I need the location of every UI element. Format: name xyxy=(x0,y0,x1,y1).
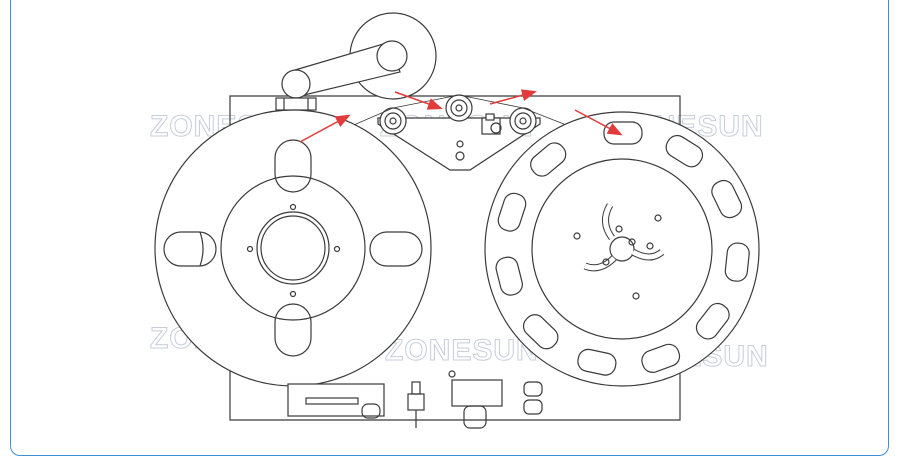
arrow-mid xyxy=(394,91,443,110)
arrow-rewind xyxy=(574,109,623,136)
adjust-screw xyxy=(411,381,421,395)
reel-window xyxy=(274,139,312,193)
control-button xyxy=(523,381,543,397)
label-sensor xyxy=(481,113,502,135)
reel-window xyxy=(163,231,217,267)
guide-hole xyxy=(456,140,464,148)
unwind-reel xyxy=(154,109,432,387)
guide-roller-top xyxy=(445,94,473,122)
feed-direction-arrows xyxy=(299,89,623,143)
image-frame xyxy=(10,0,889,456)
display-panel xyxy=(287,383,385,417)
rewind-reel xyxy=(484,111,760,387)
arm-pivot xyxy=(376,40,408,72)
reel-window xyxy=(369,231,423,267)
reel-window xyxy=(274,303,312,357)
motor-box xyxy=(451,379,503,407)
guide-hole xyxy=(455,151,465,161)
indicator-light xyxy=(448,370,456,378)
display-knob xyxy=(361,403,381,419)
display-slot xyxy=(305,397,359,405)
adjust-screw-body xyxy=(407,393,425,411)
motor-knob xyxy=(463,405,487,429)
arrow-in xyxy=(299,114,351,143)
control-button xyxy=(523,399,543,415)
arm-end-roller xyxy=(281,69,311,99)
watermark: ZONESUN xyxy=(385,334,539,367)
arm-bracket xyxy=(275,97,317,111)
label-web xyxy=(295,94,631,151)
guide-roller-right xyxy=(509,107,537,135)
control-panel xyxy=(287,370,543,429)
guide-roller-left xyxy=(379,107,407,135)
arrow-out xyxy=(489,89,537,105)
